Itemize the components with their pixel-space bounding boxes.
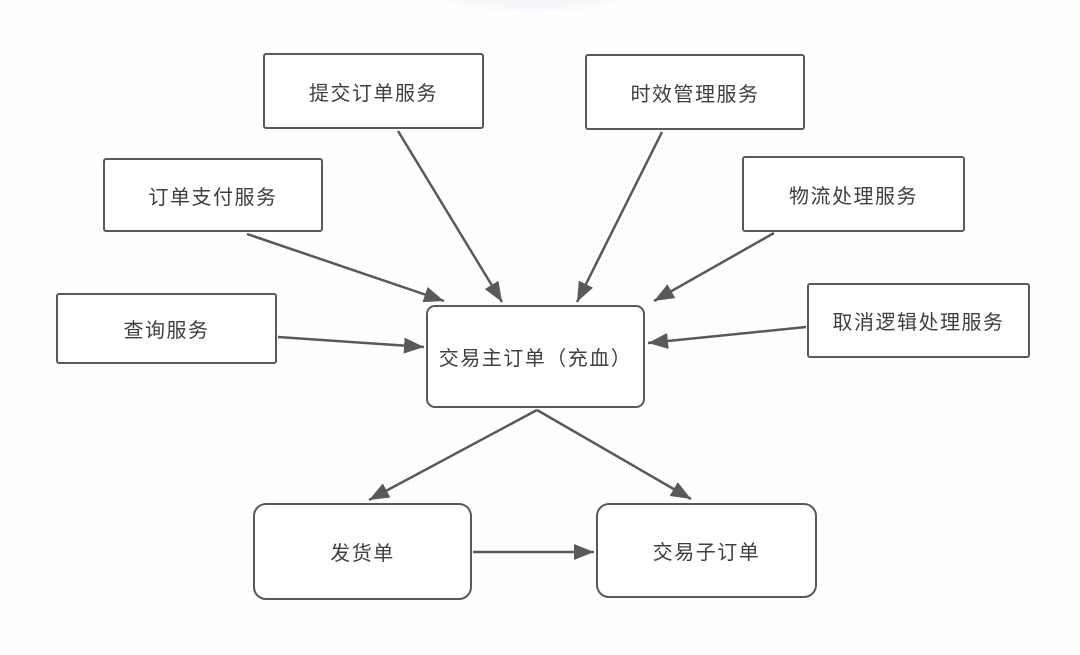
- node-time-management-service: 时效管理服务: [585, 54, 805, 130]
- edge-main-order-to-sub-order: [536, 408, 692, 501]
- node-main-trade-order: 交易主订单（充血）: [426, 305, 645, 408]
- node-label: 取消逻辑处理服务: [832, 312, 1005, 334]
- node-label: 时效管理服务: [630, 83, 760, 106]
- node-label: 交易主订单（充血）: [438, 348, 633, 370]
- node-label: 物流处理服务: [789, 185, 918, 208]
- node-order-payment-service: 订单支付服务: [103, 158, 323, 232]
- edge-order-payment-to-main-order: [246, 232, 445, 303]
- node-label: 查询服务: [123, 320, 210, 342]
- node-label: 订单支付服务: [148, 186, 278, 209]
- edge-time-management-to-main-order: [575, 131, 664, 303]
- node-query-service: 查询服务: [56, 293, 277, 364]
- edge-query-to-main-order: [277, 335, 425, 354]
- node-logistics-service: 物流处理服务: [742, 156, 965, 232]
- edge-cancel-logic-to-main-order: [647, 325, 807, 349]
- node-sub-trade-order: 交易子订单: [596, 503, 817, 598]
- edge-submit-order-to-main-order: [396, 130, 504, 303]
- edge-main-order-to-shipping-order: [368, 408, 538, 502]
- node-shipping-order: 发货单: [253, 503, 472, 600]
- node-label: 发货单: [330, 543, 395, 565]
- node-cancel-logic-service: 取消逻辑处理服务: [807, 283, 1030, 358]
- node-label: 交易子订单: [652, 542, 761, 564]
- node-label: 提交订单服务: [309, 82, 438, 105]
- top-faded-artifact: [448, 0, 618, 10]
- node-submit-order-service: 提交订单服务: [263, 53, 484, 129]
- edge-logistics-to-main-order: [653, 231, 775, 303]
